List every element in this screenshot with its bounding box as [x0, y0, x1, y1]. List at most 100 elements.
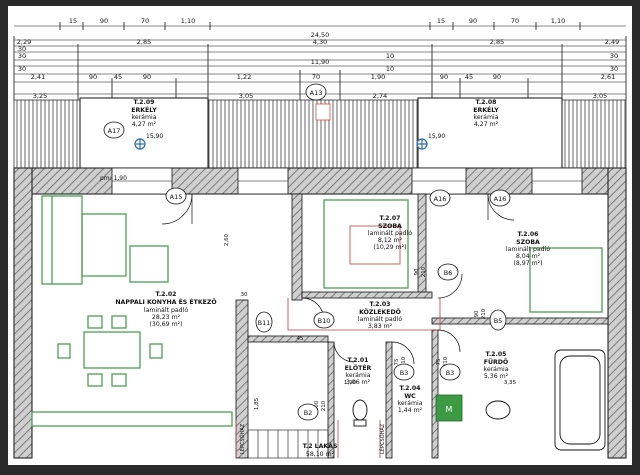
svg-text:A13: A13	[310, 89, 323, 97]
wc-material: kerámia	[397, 399, 422, 407]
door-window-tags: A13 A17 A15 A16 A16 B6 B5 B10 B11 B3 B3 …	[103, 83, 511, 421]
room-mid-material: laminált padló	[368, 229, 412, 237]
flat-code: T.2 LAKÁS	[303, 441, 338, 450]
side-dimensions: 2,60 90 210 90 210 75 210 1,85 100 210 7…	[224, 233, 517, 411]
kitchen-counter	[31, 411, 233, 427]
tag-a16-right: A16	[489, 189, 511, 207]
side-dim-1: 90	[414, 268, 420, 275]
wc-area: 1,44 m²	[398, 407, 423, 414]
dim-row1-3: 1,10	[181, 17, 195, 25]
tag-b3-right: B3	[439, 363, 461, 381]
dim-row7-10: 2,61	[601, 73, 615, 81]
side-dim-11: 210	[443, 356, 449, 367]
dim-row4-0: 30	[18, 45, 26, 53]
tag-b6: B6	[437, 263, 459, 281]
living-code: T.2.02	[156, 291, 177, 298]
room-right-code: T.2.06	[518, 231, 539, 238]
dim-row5-0: 11,90	[311, 58, 330, 66]
side-dim-4: 210	[481, 308, 487, 319]
side-dim-7: 1,85	[254, 397, 260, 410]
room-right-area-alt: (8,97 m²)	[513, 260, 542, 267]
bathroom-fixtures	[352, 349, 606, 451]
dim-row1-7: 1,10	[551, 17, 565, 25]
inner-dim-0: 1,90	[344, 380, 357, 386]
dim-row6-0: 30	[18, 65, 26, 73]
svg-text:A17: A17	[108, 127, 121, 135]
dim-row4-2: 10	[386, 52, 394, 60]
svg-text:B2: B2	[304, 409, 313, 417]
side-dim-5: 75	[394, 358, 400, 365]
dim-row7-3: 90	[143, 73, 151, 81]
room-right-area: 8,04 m²	[516, 253, 541, 260]
side-dim-2: 210	[421, 266, 427, 277]
balcony-left-material: kerámia	[131, 113, 156, 121]
interior-walls	[235, 193, 609, 459]
wc-code: T.2.04	[400, 385, 422, 392]
dining-table	[83, 331, 141, 369]
elevation-right: 15,90	[428, 133, 445, 140]
dim-row7-5: 70	[312, 73, 320, 81]
dim-row8-0: 3,25	[33, 92, 47, 100]
balcony-right-name: ERKÉLY	[473, 105, 499, 114]
room-mid-code: T.2.07	[380, 215, 401, 222]
flat-area: 58,10 m²	[306, 451, 335, 458]
balcony-left-code: T.2.09	[134, 99, 155, 106]
svg-text:B11: B11	[258, 319, 271, 327]
structural-outline	[235, 225, 441, 458]
hall-code: T.2.01	[348, 357, 369, 364]
dim-row3-0: 2,29	[17, 38, 31, 46]
dimension-lines	[13, 22, 627, 100]
living-area-alt: (30,69 m²)	[149, 321, 182, 328]
svg-text:B10: B10	[318, 317, 331, 325]
room-labels: T.2.09 ERKÉLY kerámia 4,27 m² T.2.08 ERK…	[115, 99, 550, 458]
elevation-marker-icon-left	[134, 138, 146, 150]
door-swings	[161, 193, 515, 365]
bed-right	[529, 247, 603, 313]
svg-text:B5: B5	[494, 317, 503, 325]
dim-row1-1: 90	[100, 17, 108, 25]
dim-row2-0: 24,50	[311, 31, 330, 39]
dim-row3-4: 2,49	[605, 38, 619, 46]
armchair	[129, 245, 169, 283]
elevation-marker-icon-right	[416, 138, 428, 150]
living-name: NAPPALI KONYHA ÉS ÉTKEZŐ	[115, 297, 216, 306]
corridor-code: T.2.03	[370, 301, 391, 308]
room-right-material: laminált padló	[506, 245, 550, 253]
dim-row8-1: 3,05	[239, 92, 253, 100]
sofa-seat	[81, 213, 127, 277]
balcony-railing-middle	[207, 99, 419, 169]
bath-name: FÜRDŐ	[484, 357, 508, 366]
tag-a16-left: A16	[429, 189, 451, 207]
dim-row3-3: 2,85	[490, 38, 504, 46]
dim-row6-1: 10	[386, 65, 394, 73]
tag-b11: B11	[255, 311, 273, 333]
sink	[485, 400, 511, 420]
dim-row7-6: 1,90	[371, 73, 385, 81]
washing-machine-label: M	[446, 405, 453, 414]
elevation-markers	[134, 138, 428, 150]
balcony-floors	[79, 97, 563, 169]
side-dim-0: 2,60	[224, 233, 230, 246]
dim-row4-3: 30	[610, 52, 618, 60]
exterior-walls	[13, 167, 627, 459]
wc-name: WC	[404, 393, 416, 400]
bath-area: 5,36 m²	[484, 373, 509, 380]
svg-text:B6: B6	[444, 269, 453, 277]
svg-text:A16: A16	[434, 195, 447, 203]
hall-name: ELŐTÉR	[345, 363, 372, 372]
balcony-right-area: 4,27 m²	[474, 121, 499, 128]
living-area: 28,23 m²	[152, 314, 181, 321]
dim-row7-7: 90	[440, 73, 448, 81]
furniture-living	[31, 195, 233, 427]
dim-row1-0: 15	[69, 17, 77, 25]
dim-row6-2: 30	[610, 65, 618, 73]
tag-b3-left: B3	[393, 363, 415, 381]
dim-row7-0: 2,41	[31, 73, 45, 81]
living-material: laminált padló	[144, 306, 188, 314]
dim-row1-6: 70	[511, 17, 519, 25]
inner-dim-3: 45	[297, 336, 304, 342]
corridor-area: 3,83 m²	[368, 323, 393, 330]
dim-row8-2: 2,74	[373, 92, 387, 100]
washing-machine	[435, 394, 463, 422]
